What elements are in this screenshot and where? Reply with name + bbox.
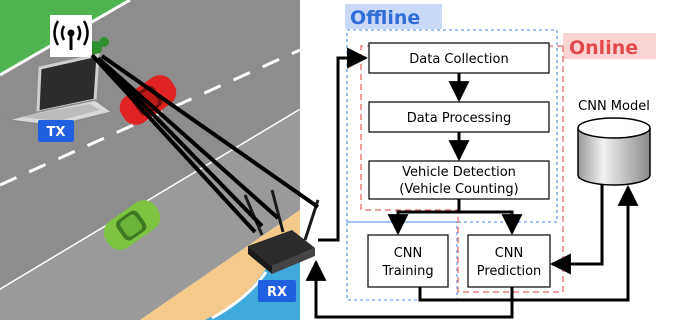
rx-badge: RX — [258, 280, 296, 302]
cnn-model-label: CNN Model — [578, 99, 650, 114]
vehicle-counting-label: (Vehicle Counting) — [399, 182, 518, 197]
signal-paths — [90, 53, 320, 234]
data-collection-label: Data Collection — [409, 52, 508, 67]
wifi-antenna-icon — [50, 15, 92, 57]
arrow-detection-to-prediction — [459, 210, 523, 236]
cnn-prediction-label-1: CNN — [495, 246, 524, 261]
cnn-training-step: CNN Training — [367, 234, 449, 288]
cnn-training-label-1: CNN — [394, 246, 423, 261]
arrow-rx-to-collection — [318, 47, 369, 242]
flow-arrows — [305, 47, 639, 319]
tx-badge: TX — [38, 120, 74, 142]
arrow-model-to-prediction — [549, 185, 604, 275]
data-processing-step: Data Processing — [368, 101, 550, 133]
vehicle-detection-label: Vehicle Detection — [402, 165, 516, 180]
tx-label: TX — [47, 125, 66, 140]
vehicle-detection-step: Vehicle Detection (Vehicle Counting) — [368, 160, 550, 200]
online-tag — [563, 33, 656, 59]
cnn-model-database-icon: CNN Model — [577, 99, 651, 186]
green-car — [103, 200, 161, 250]
online-label: Online — [569, 37, 638, 59]
offline-label: Offline — [350, 7, 420, 29]
data-processing-label: Data Processing — [407, 111, 512, 126]
arrow-prediction-to-scene — [305, 259, 514, 319]
rx-label: RX — [267, 285, 287, 300]
offline-region: Offline — [345, 4, 558, 301]
router-icon — [243, 189, 320, 274]
arrow-training-to-model — [418, 184, 639, 302]
cnn-prediction-label-2: Prediction — [477, 264, 542, 279]
cnn-training-label-2: Training — [381, 264, 433, 279]
road-scene: TX RX — [0, 0, 320, 324]
cnn-prediction-step: CNN Prediction — [467, 234, 551, 288]
offline-tag — [345, 4, 442, 29]
laptop-icon — [7, 53, 114, 127]
data-collection-step: Data Collection — [368, 42, 550, 74]
arrow-detection-to-training — [387, 199, 461, 236]
